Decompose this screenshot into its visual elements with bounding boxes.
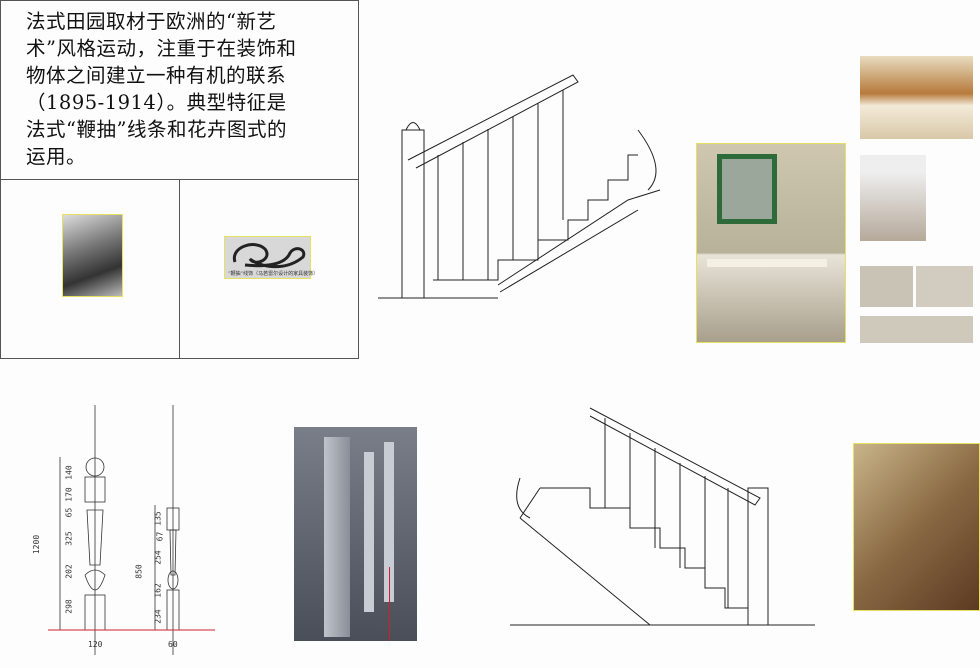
dim-label: 234 (153, 609, 163, 624)
dim-label: 202 (64, 564, 74, 579)
divider (179, 179, 180, 359)
dim-label: 135 (153, 511, 163, 526)
dim-label: 162 (153, 583, 163, 598)
console-table (707, 259, 827, 267)
ornament-detail-photo (860, 316, 973, 343)
stair-detail-photo (860, 56, 973, 139)
dim-total: 850 (134, 564, 144, 579)
dim-label: 140 (64, 465, 74, 480)
dim-label: 325 (64, 531, 74, 546)
scroll-detail-photo (916, 266, 973, 307)
stair-elevation-drawing-2 (510, 407, 815, 626)
dim-label: 65 (64, 507, 74, 518)
dim-width: 120 (88, 640, 103, 649)
baluster-3d-render (294, 427, 417, 641)
whiplash-ornament-photo: “鞭抽”线饰（马若雷尔设计的家具装饰） (224, 236, 318, 279)
whiplash-caption: “鞭抽”线饰（马若雷尔设计的家具装饰） (228, 271, 319, 277)
dim-width: 60 (168, 640, 178, 649)
french-console-interior-photo (696, 143, 846, 343)
carving-detail-photo (860, 266, 913, 307)
cabriole-leg-photo (860, 155, 926, 241)
dim-label: 298 (64, 599, 74, 614)
style-description: 法式田园取材于欧洲的“新艺术”风格运动，注重于在装饰和物体之间建立一种有机的联系… (26, 10, 297, 168)
stair-elevation-drawing-1 (378, 74, 661, 299)
art-nouveau-building-photo (62, 214, 123, 297)
mirror (717, 154, 777, 224)
dim-label: 67 (155, 531, 165, 542)
staircase-interior-photo (853, 443, 980, 611)
dim-label: 254 (153, 550, 163, 565)
dim-label: 170 (64, 487, 74, 502)
newel-and-baluster-dimension-drawing (48, 405, 215, 655)
dim-total: 1200 (32, 534, 42, 555)
